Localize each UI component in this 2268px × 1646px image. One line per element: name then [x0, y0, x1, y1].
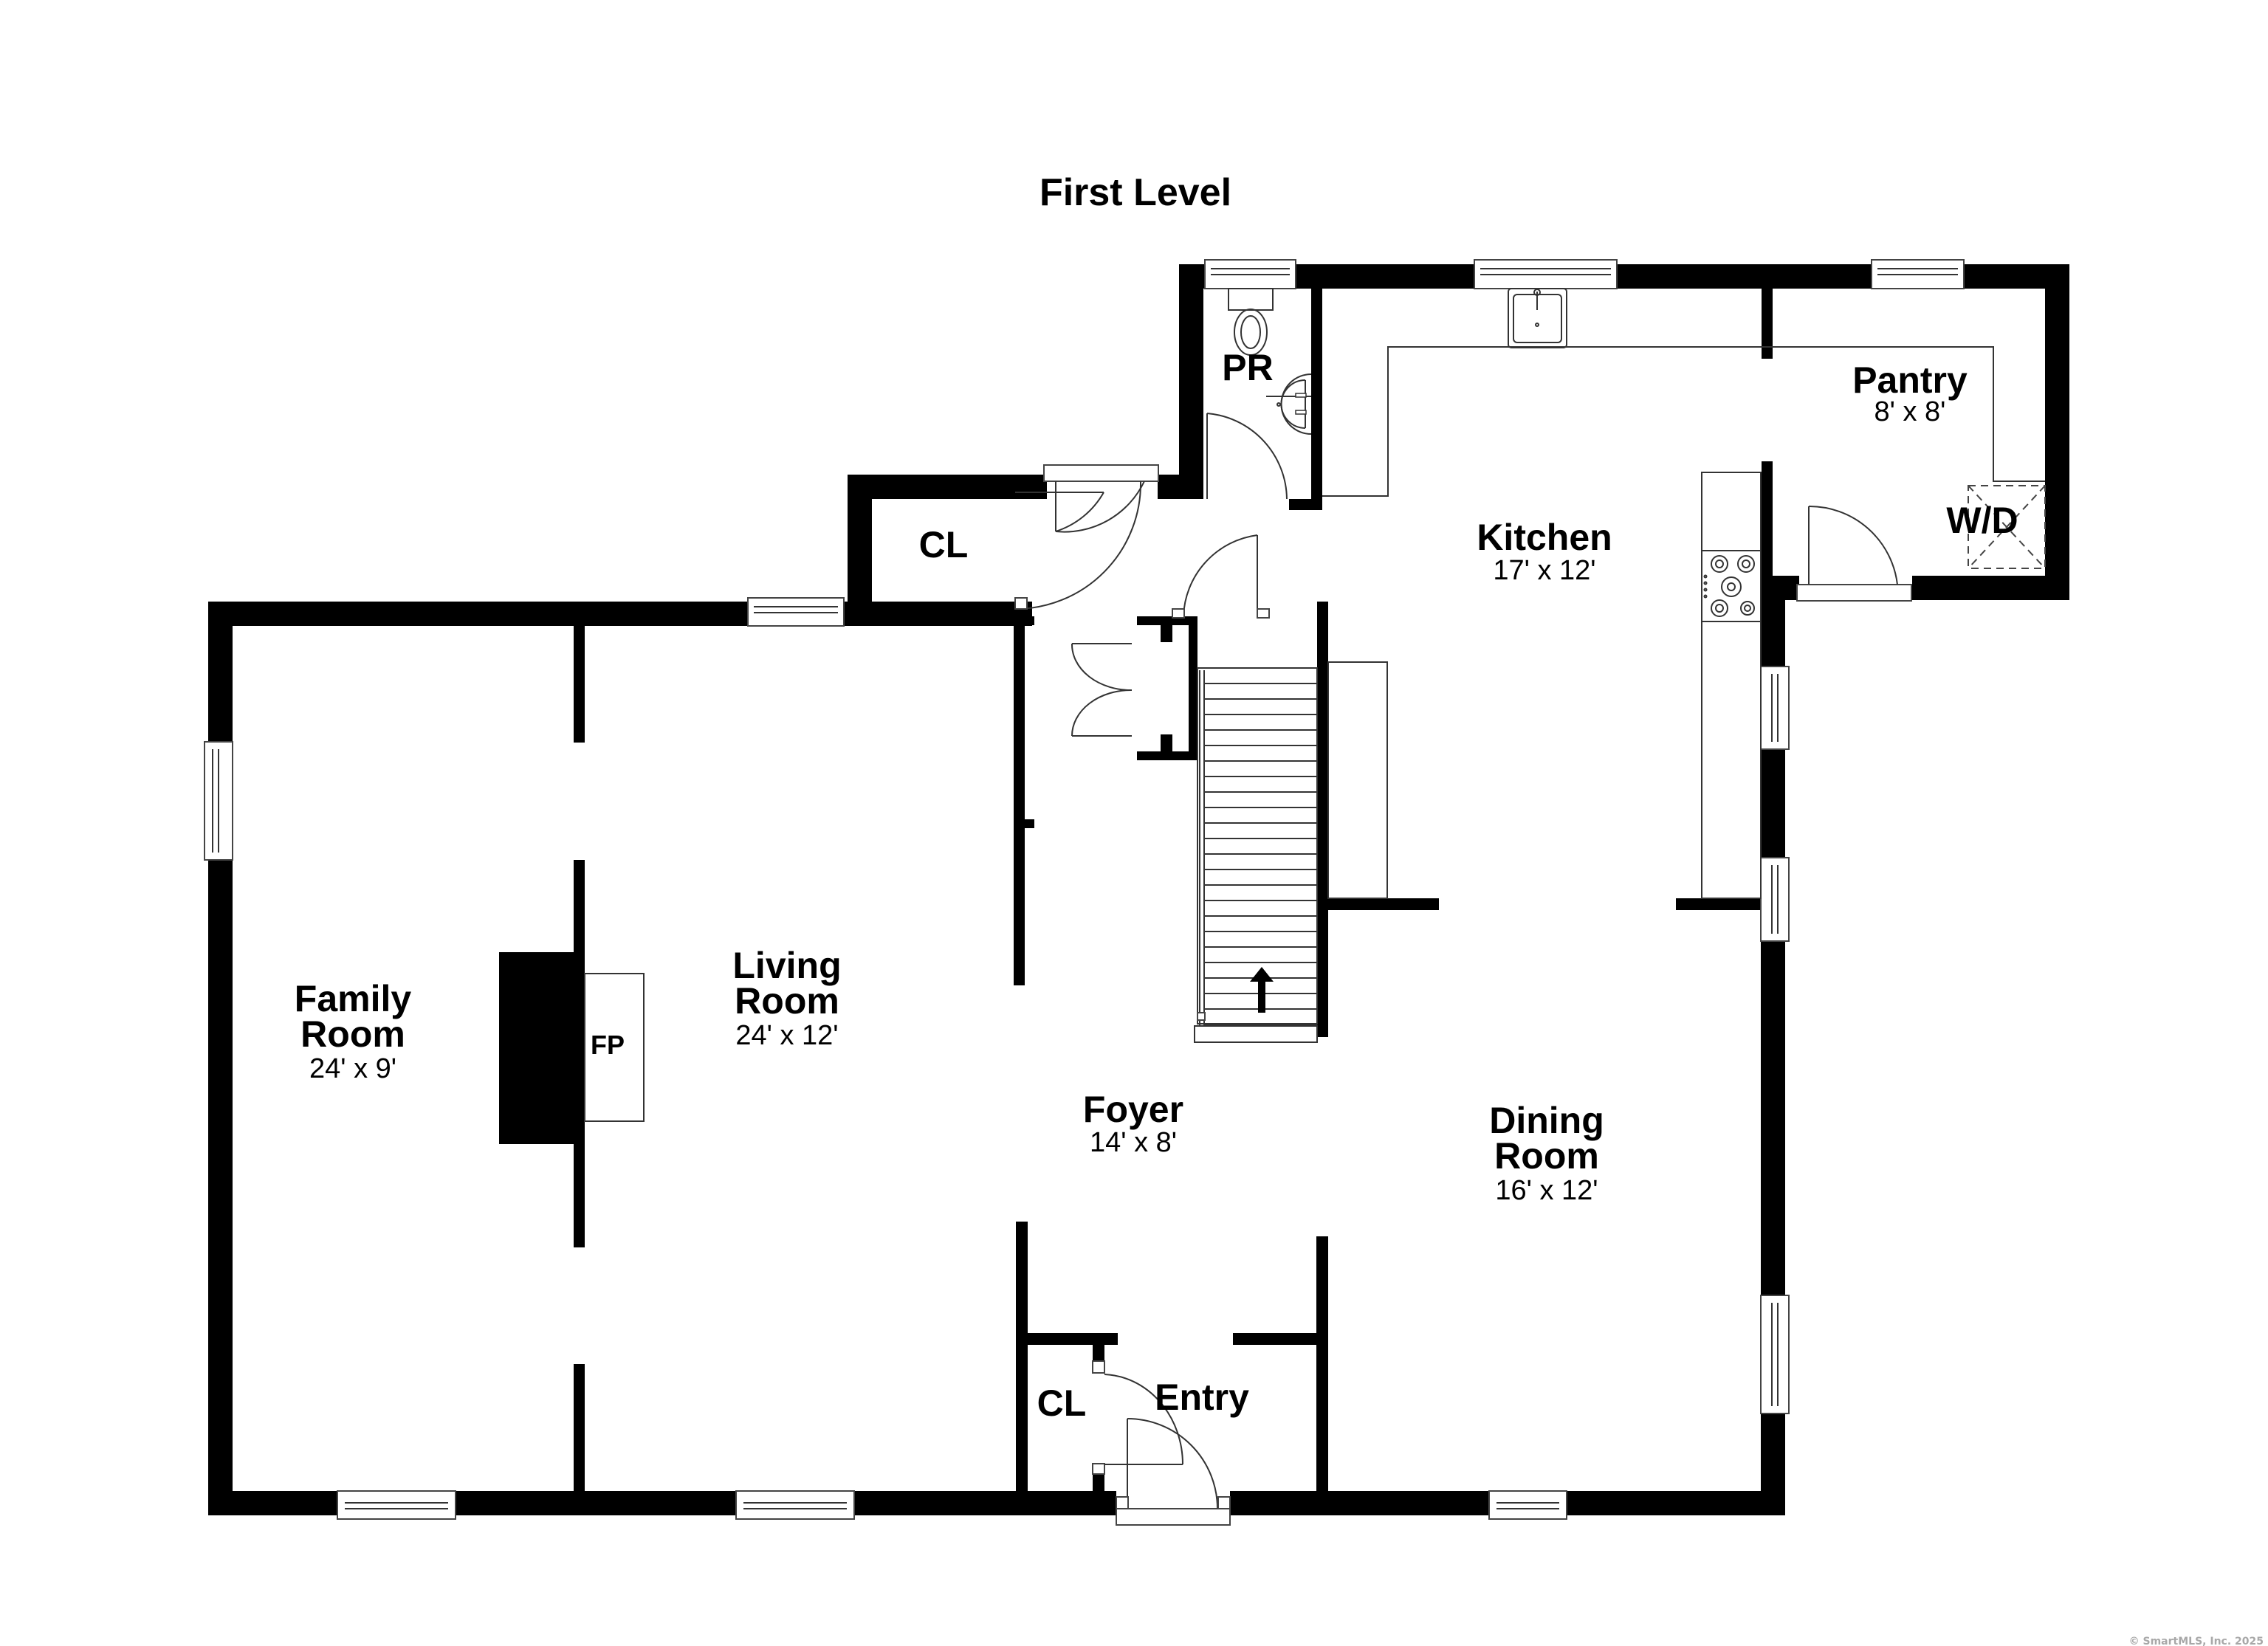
label-washer-dryer: W/D: [1946, 500, 2018, 541]
room-labels: Family Room 24' x 9' Living Room 24' x 1…: [295, 347, 2018, 1424]
window-right-dining-1: [1760, 857, 1790, 942]
svg-text:Room: Room: [300, 1013, 405, 1055]
stair-side-closet: [1327, 661, 1388, 899]
fireplace-hearth: [584, 973, 645, 1122]
label-closet-upper: CL: [919, 524, 969, 565]
door-powder-room: [1206, 413, 1288, 500]
label-living-room: Living Room 24' x 12': [732, 945, 841, 1051]
arrow-up-icon: [1250, 967, 1274, 1013]
label-dining-room: Dining Room 16' x 12': [1489, 1100, 1604, 1206]
svg-text:24' x 12': 24' x 12': [735, 1020, 838, 1051]
label-fireplace: FP: [591, 1030, 625, 1060]
svg-text:Dining: Dining: [1489, 1100, 1604, 1141]
svg-text:Foyer: Foyer: [1083, 1089, 1183, 1130]
svg-text:17' x 12': 17' x 12': [1493, 555, 1595, 586]
label-entry: Entry: [1155, 1377, 1249, 1418]
svg-text:14' x 8': 14' x 8': [1090, 1127, 1177, 1158]
interior-walls: [499, 289, 1773, 1491]
window-bottom-family: [337, 1490, 456, 1520]
label-family-room: Family Room 24' x 9': [295, 978, 412, 1084]
svg-text:Family: Family: [295, 978, 412, 1019]
svg-text:Kitchen: Kitchen: [1477, 517, 1612, 558]
window-right-dining-2: [1760, 1295, 1790, 1414]
staircase: [1194, 667, 1318, 1043]
window-right-kitchen: [1760, 666, 1790, 750]
svg-text:8' x 8': 8' x 8': [1874, 396, 1946, 427]
svg-text:16' x 12': 16' x 12': [1495, 1175, 1598, 1206]
stair-treads: [1204, 683, 1317, 1025]
window-top-living: [747, 597, 845, 627]
bath-sink-icon: [1266, 373, 1312, 435]
exterior-walls: [208, 264, 2069, 1515]
toilet-icon: [1228, 288, 1274, 356]
plan-title: First Level: [1040, 171, 1231, 214]
door-pantry: [1796, 505, 1912, 602]
door-upper-exterior: [1014, 464, 1159, 610]
svg-text:Room: Room: [1494, 1135, 1599, 1177]
window-top-kitchen: [1474, 259, 1618, 289]
door-stair: [1172, 534, 1270, 619]
label-closet-entry: CL: [1037, 1382, 1087, 1424]
windows: [204, 259, 1965, 1520]
door-entry: [1116, 1418, 1231, 1526]
window-top-pr: [1204, 259, 1296, 289]
cooktop-icon: [1701, 550, 1762, 622]
window-top-pantry: [1871, 259, 1965, 289]
label-foyer: Foyer 14' x 8': [1083, 1089, 1183, 1158]
doors: [1014, 413, 1912, 1526]
label-pantry: Pantry 8' x 8': [1852, 359, 1968, 427]
svg-text:24' x 9': 24' x 9': [309, 1053, 396, 1084]
window-bottom-living: [735, 1490, 855, 1520]
label-kitchen: Kitchen 17' x 12': [1477, 517, 1612, 586]
kitchen-counters: [1322, 346, 2045, 899]
door-foyer-closet: [1071, 643, 1133, 737]
svg-text:Room: Room: [735, 980, 839, 1022]
window-bottom-dining: [1488, 1490, 1567, 1520]
window-left-family: [204, 741, 233, 861]
svg-text:Pantry: Pantry: [1852, 359, 1968, 401]
washer-dryer-icon: [1968, 485, 2046, 569]
sink-icon: [1508, 288, 1567, 348]
svg-text:Living: Living: [732, 945, 841, 986]
copyright-notice: © SmartMLS, Inc. 2025: [2129, 1636, 2264, 1646]
door-entry-closet: [1092, 1360, 1183, 1475]
label-powder-room: PR: [1222, 347, 1273, 388]
